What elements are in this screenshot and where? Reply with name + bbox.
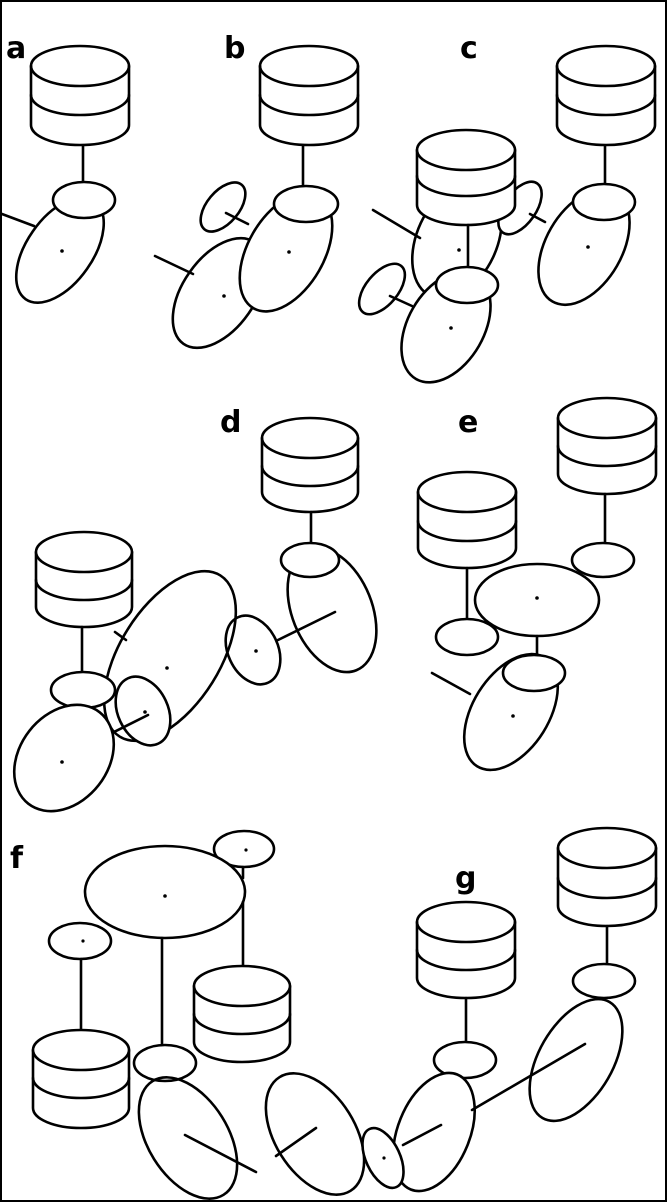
panel-label-a: a bbox=[6, 31, 26, 66]
disc-g1 bbox=[528, 997, 624, 1123]
small-disc-e3 bbox=[501, 653, 567, 693]
panel-label-d: d bbox=[220, 405, 241, 440]
cylinder-b bbox=[258, 44, 360, 147]
cylinder-c2 bbox=[555, 44, 657, 147]
disc-g2 bbox=[264, 1072, 366, 1196]
small-disc-c4 bbox=[571, 182, 637, 222]
panel-f bbox=[31, 829, 292, 1200]
cylinder-d2 bbox=[34, 530, 134, 629]
panel-a bbox=[0, 44, 131, 304]
cylinder-g1 bbox=[556, 826, 658, 928]
disc-f2 bbox=[137, 1076, 239, 1200]
disc-e1 bbox=[473, 562, 601, 638]
disc-d3 bbox=[12, 703, 116, 813]
cylinder-e1 bbox=[556, 396, 658, 496]
cylinder-d1 bbox=[260, 416, 360, 514]
panel-b bbox=[153, 44, 360, 350]
cylinder-c1 bbox=[415, 128, 517, 227]
small-disc-e1 bbox=[570, 541, 636, 579]
disc-f1 bbox=[83, 844, 247, 940]
panel-e bbox=[416, 396, 658, 772]
linker-a bbox=[0, 212, 36, 228]
small-disc-a bbox=[51, 180, 117, 220]
small-disc-b2 bbox=[272, 184, 340, 224]
small-disc-f2 bbox=[47, 921, 113, 961]
small-disc-d2 bbox=[224, 614, 282, 686]
small-disc-d3 bbox=[49, 670, 117, 710]
cylinder-g2 bbox=[415, 900, 517, 1000]
small-disc-d4 bbox=[114, 675, 172, 747]
cylinder-e2 bbox=[416, 470, 518, 570]
small-disc-c2 bbox=[357, 262, 407, 316]
panel-label-c: c bbox=[460, 31, 478, 66]
panel-label-f: f bbox=[10, 841, 24, 876]
small-disc-e2 bbox=[434, 617, 500, 657]
panel-g bbox=[264, 826, 658, 1196]
cylinder-f1 bbox=[192, 964, 292, 1064]
small-disc-c3 bbox=[434, 265, 500, 305]
panel-label-b: b bbox=[224, 31, 245, 66]
disc-g3 bbox=[392, 1071, 476, 1193]
small-disc-f3 bbox=[132, 1043, 198, 1083]
panel-d bbox=[12, 416, 378, 813]
small-disc-d1 bbox=[279, 541, 341, 579]
cylinder-a bbox=[29, 44, 131, 147]
small-disc-g1 bbox=[571, 962, 637, 1000]
panel-label-g: g bbox=[455, 861, 476, 896]
cylinder-f2 bbox=[31, 1028, 131, 1130]
disc-d2 bbox=[102, 569, 238, 743]
panel-label-e: e bbox=[458, 405, 478, 440]
panel-c bbox=[357, 44, 657, 384]
small-disc-b bbox=[199, 181, 247, 233]
linker-b1 bbox=[153, 254, 195, 276]
